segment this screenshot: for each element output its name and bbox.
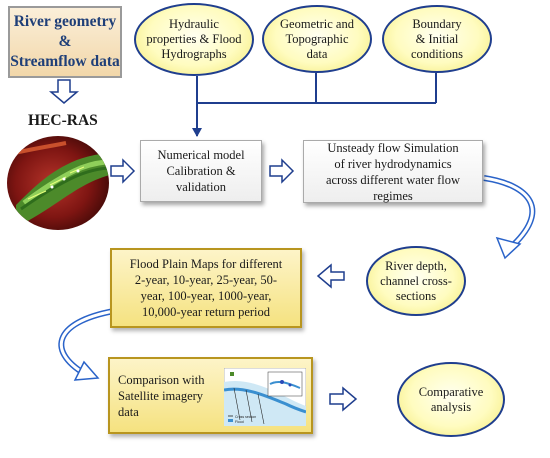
curved-arrow-right (483, 175, 536, 251)
hollow-down-arrow (48, 79, 80, 104)
hec-ras-label: HEC-RAS (28, 112, 98, 129)
hydraulic-properties-ellipse: Hydraulic properties & Flood Hydrographs (134, 3, 254, 76)
inset-legend-cross-section: Cross section (235, 415, 256, 419)
boundary-conditions-ellipse: Boundary & Initial conditions (382, 5, 492, 73)
simulation-label: Unsteady flow Simulation of river hydrod… (325, 140, 461, 203)
flood-plain-maps-box: Flood Plain Maps for different 2-year, 1… (110, 248, 302, 328)
hollow-left-arrow (316, 263, 345, 289)
satellite-inset-image: Cross section Flood (224, 368, 306, 426)
comparison-label: Comparison with Satellite imagery data (118, 372, 205, 419)
river-depth-label: River depth, channel cross- sections (380, 258, 452, 303)
boundary-conditions-label: Boundary & Initial conditions (410, 16, 464, 61)
input-connector (192, 73, 437, 137)
hollow-right-arrow-2 (269, 158, 295, 184)
comparative-analysis-label: Comparative analysis (418, 384, 484, 414)
flood-plain-maps-label: Flood Plain Maps for different 2-year, 1… (129, 257, 283, 319)
inset-legend-flood: Flood (235, 420, 244, 424)
hollow-right-arrow-3 (329, 386, 358, 412)
calibration-box: Numerical model Calibration & validation (140, 140, 262, 202)
calibration-label: Numerical model Calibration & validation (157, 148, 245, 194)
source-data-label: River geometry & Streamflow data (10, 13, 120, 70)
source-data-box: River geometry & Streamflow data (8, 6, 122, 78)
hydraulic-properties-label: Hydraulic properties & Flood Hydrographs (146, 17, 242, 61)
simulation-box: Unsteady flow Simulation of river hydrod… (303, 140, 483, 203)
hollow-right-arrow-1 (110, 158, 136, 184)
geometric-topographic-ellipse: Geometric and Topographic data (262, 5, 372, 73)
river-depth-ellipse: River depth, channel cross- sections (366, 246, 466, 316)
comparative-analysis-ellipse: Comparative analysis (397, 362, 505, 437)
hec-ras-map-image (7, 136, 109, 230)
geometric-topographic-label: Geometric and Topographic data (280, 16, 354, 61)
